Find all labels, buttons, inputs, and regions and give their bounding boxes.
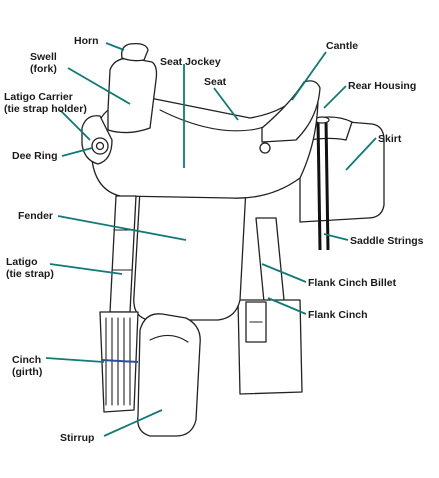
label-cinch: Cinch (girth) (12, 354, 42, 378)
label-flank-cinch: Flank Cinch (308, 309, 368, 321)
leader-seat (213, 87, 239, 121)
horn-shape (121, 42, 149, 62)
cinch-shape (99, 311, 139, 413)
label-latigo: Latigo (tie strap) (6, 256, 54, 280)
label-dee-ring-text: Dee Ring (12, 150, 58, 162)
label-swell-line1: Swell (30, 51, 57, 63)
label-flank-cinch-text: Flank Cinch (308, 309, 368, 321)
label-cinch-line2: (girth) (12, 366, 43, 378)
leader-cantle (291, 51, 327, 101)
label-latigo-line2: (tie strap) (6, 268, 54, 280)
cantle-shape (261, 80, 321, 143)
label-seat-jockey-text: Seat Jockey (160, 56, 221, 68)
leader-flank-cinch-billet (261, 263, 307, 283)
label-dee-ring: Dee Ring (12, 150, 58, 162)
label-stirrup-text: Stirrup (60, 432, 95, 444)
label-latigo-carrier: Latigo Carrier (tie strap holder) (4, 91, 87, 115)
label-cantle: Cantle (326, 40, 358, 52)
leader-latigo (49, 263, 123, 275)
swell-shape (107, 57, 158, 134)
label-saddle-strings: Saddle Strings (350, 235, 424, 247)
label-cantle-text: Cantle (326, 40, 359, 52)
leader-cinch (45, 357, 105, 363)
label-rear-housing: Rear Housing (348, 80, 416, 92)
label-latigo-line1: Latigo (6, 256, 38, 268)
label-swell: Swell (fork) (30, 51, 57, 75)
leader-fender (57, 215, 187, 241)
label-cinch-line1: Cinch (12, 354, 42, 366)
leader-rear-housing (323, 85, 347, 109)
label-latigo-carrier-line1: Latigo Carrier (4, 91, 73, 103)
flank-cinch-billet-shape (255, 217, 285, 303)
leader-latigo-carrier (59, 109, 91, 141)
leader-stirrup (103, 409, 163, 437)
label-flank-cinch-billet: Flank Cinch Billet (308, 277, 396, 289)
label-seat-text: Seat (204, 76, 227, 88)
label-flank-cinch-billet-text: Flank Cinch Billet (308, 277, 397, 289)
label-fender: Fender (18, 210, 53, 222)
label-saddle-strings-text: Saddle Strings (350, 235, 424, 247)
label-horn-text: Horn (74, 35, 99, 47)
leader-flank-cinch (267, 297, 307, 315)
label-skirt: Skirt (378, 133, 401, 145)
label-seat-jockey: Seat Jockey (160, 56, 221, 68)
saddle-string-1 (316, 119, 322, 251)
latigo-shape (109, 195, 137, 313)
label-seat: Seat (204, 76, 226, 88)
saddle-string-2 (324, 119, 330, 251)
label-skirt-text: Skirt (378, 133, 402, 145)
skirt-shape (299, 117, 385, 223)
leader-horn (105, 42, 125, 51)
label-swell-line2: (fork) (30, 63, 57, 75)
label-rear-housing-text: Rear Housing (348, 80, 417, 92)
leader-dee-ring (61, 147, 93, 157)
label-fender-text: Fender (18, 210, 54, 222)
stirrup-shape (137, 313, 201, 437)
leader-saddle-strings (323, 233, 349, 241)
label-latigo-carrier-line2: (tie strap holder) (4, 103, 87, 115)
leader-swell (67, 67, 131, 105)
leader-skirt (345, 137, 377, 171)
label-horn: Horn (74, 35, 99, 47)
label-stirrup: Stirrup (60, 432, 94, 444)
